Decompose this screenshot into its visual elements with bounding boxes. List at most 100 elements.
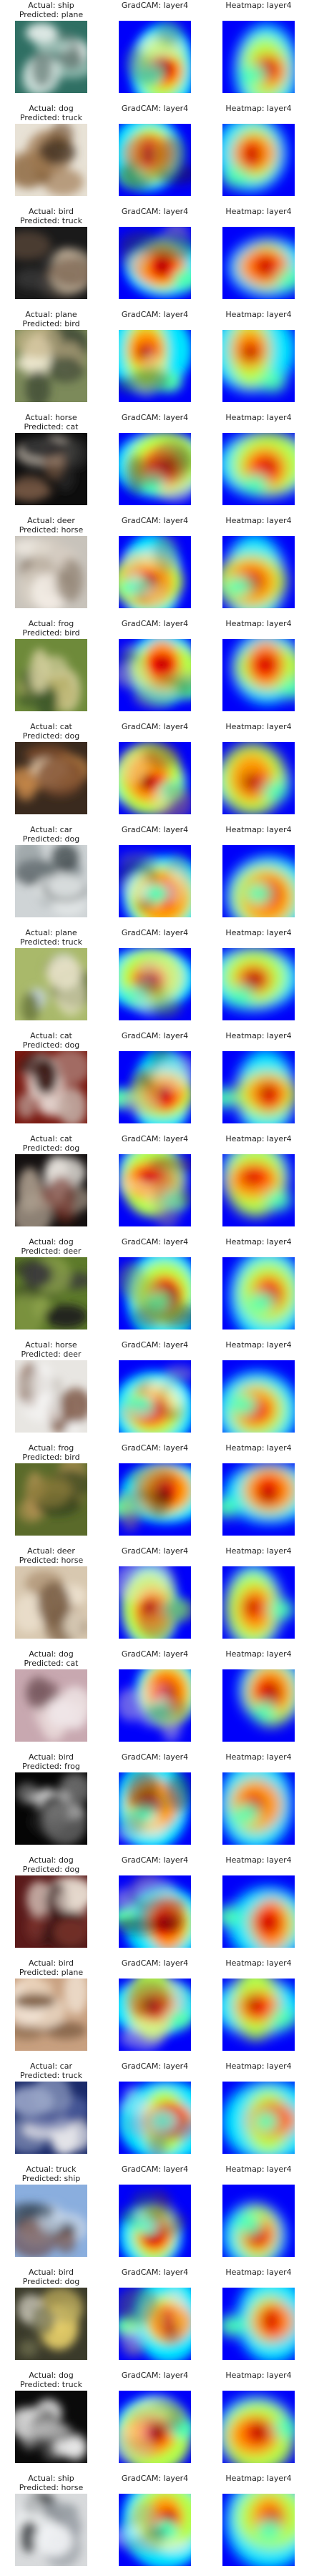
gradcam-overlay-image: [119, 536, 191, 608]
original-image: [15, 21, 87, 93]
original-image: [15, 1360, 87, 1433]
predicted-label: Predicted: bird: [22, 628, 80, 638]
gradcam-overlay-image: [119, 433, 191, 505]
gradcam-overlay-panel: GradCAM: layer4: [119, 206, 191, 309]
gradcam-title: GradCAM: layer4: [121, 619, 189, 628]
original-image: [15, 948, 87, 1020]
original-image: [15, 1979, 87, 2051]
gradcam-overlay-image: [119, 2185, 191, 2257]
heatmap-title: Heatmap: layer4: [225, 1134, 292, 1143]
gradcam-title: GradCAM: layer4: [121, 2474, 189, 2483]
heatmap-panel: Heatmap: layer4: [222, 1340, 295, 1443]
heatmap-image: [222, 1772, 295, 1845]
gradcam-overlay-panel: GradCAM: layer4: [119, 412, 191, 515]
heatmap-title: Heatmap: layer4: [225, 2062, 292, 2071]
original-image: [15, 1051, 87, 1123]
gradcam-overlay-image: [119, 1360, 191, 1433]
actual-label: Actual: horse: [25, 413, 77, 422]
heatmap-panel: Heatmap: layer4: [222, 721, 295, 824]
heatmap-panel: Heatmap: layer4: [222, 1443, 295, 1546]
original-image: [15, 1154, 87, 1226]
actual-label: Actual: bird: [28, 1958, 74, 1968]
heatmap-image: [222, 124, 295, 196]
actual-label: Actual: bird: [28, 207, 74, 216]
gradcam-overlay-panel: GradCAM: layer4: [119, 2267, 191, 2370]
predicted-label: Predicted: truck: [19, 113, 83, 122]
gradcam-overlay-panel: GradCAM: layer4: [119, 2061, 191, 2164]
gradcam-overlay-image: [119, 2288, 191, 2360]
actual-label: Actual: ship: [28, 2474, 74, 2483]
predicted-label: Predicted: plane: [19, 1968, 84, 1977]
heatmap-title: Heatmap: layer4: [225, 207, 292, 216]
heatmap-image: [222, 21, 295, 93]
actual-label: Actual: deer: [27, 1546, 75, 1556]
heatmap-title: Heatmap: layer4: [225, 2165, 292, 2174]
gradcam-overlay-image: [119, 1566, 191, 1639]
original-image: [15, 1669, 87, 1742]
gradcam-title: GradCAM: layer4: [121, 1237, 189, 1246]
original-image: [15, 1257, 87, 1330]
actual-label: Actual: dog: [29, 1855, 74, 1865]
gradcam-overlay-panel: GradCAM: layer4: [119, 2370, 191, 2473]
heatmap-title: Heatmap: layer4: [225, 1031, 292, 1040]
heatmap-image: [222, 227, 295, 299]
gradcam-overlay-panel: GradCAM: layer4: [119, 0, 191, 103]
heatmap-panel: Heatmap: layer4: [222, 2164, 295, 2267]
heatmap-title: Heatmap: layer4: [225, 2474, 292, 2483]
predicted-label: Predicted: ship: [21, 2174, 81, 2183]
heatmap-panel: Heatmap: layer4: [222, 103, 295, 206]
heatmap-image: [222, 1154, 295, 1226]
gradcam-overlay-image: [119, 330, 191, 402]
gradcam-title: GradCAM: layer4: [121, 928, 189, 937]
actual-label: Actual: car: [30, 825, 72, 834]
heatmap-panel: Heatmap: layer4: [222, 2370, 295, 2473]
heatmap-title: Heatmap: layer4: [225, 1649, 292, 1659]
predicted-label: Predicted: truck: [19, 2380, 83, 2389]
heatmap-panel: Heatmap: layer4: [222, 206, 295, 309]
predicted-label: Predicted: plane: [19, 10, 84, 19]
original-image: [15, 536, 87, 608]
predicted-label: Predicted: horse: [19, 1556, 84, 1565]
heatmap-image: [222, 639, 295, 711]
predicted-label: Predicted: truck: [19, 216, 83, 225]
heatmap-image: [222, 1051, 295, 1123]
gradcam-title: GradCAM: layer4: [121, 825, 189, 834]
gradcam-overlay-image: [119, 2494, 191, 2566]
heatmap-image: [222, 2082, 295, 2154]
gradcam-overlay-image: [119, 1669, 191, 1742]
original-image: [15, 433, 87, 505]
heatmap-image: [222, 2288, 295, 2360]
gradcam-overlay-image: [119, 227, 191, 299]
heatmap-panel: Heatmap: layer4: [222, 515, 295, 618]
original-image: [15, 2185, 87, 2257]
gradcam-title: GradCAM: layer4: [121, 722, 189, 731]
predicted-label: Predicted: bird: [22, 319, 80, 328]
predicted-label: Predicted: dog: [22, 1040, 80, 1050]
gradcam-overlay-panel: GradCAM: layer4: [119, 1855, 191, 1958]
actual-label: Actual: ship: [28, 1, 74, 10]
